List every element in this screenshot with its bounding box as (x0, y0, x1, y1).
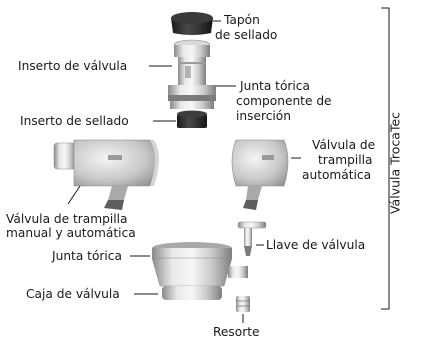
label-junta-componente-3: inserción (236, 109, 291, 123)
label-llave: Llave de válvula (266, 238, 366, 252)
sealing-insert (177, 110, 207, 128)
label-tapon-2: de sellado (215, 28, 278, 42)
label-caja: Caja de válvula (26, 287, 120, 301)
automatic-flap-valve (231, 139, 289, 210)
manual-auto-flap-valve (53, 139, 159, 210)
label-junta-componente-2: componente de (236, 94, 332, 108)
label-valvula-manual-1: Válvula de trampilla (6, 212, 128, 226)
label-valvula-auto-1: Válvula de (312, 138, 376, 152)
label-tapon: Tapón (224, 13, 260, 27)
label-valvula-manual-2: manual y automática (6, 226, 136, 240)
spring (236, 296, 250, 312)
valve-housing (151, 242, 248, 300)
label-junta-componente-1: Junta tórica (240, 79, 310, 93)
label-valvula-auto-3: automática (302, 168, 372, 182)
label-valvula-auto-2: trampilla (318, 153, 373, 167)
leader-lines (67, 7, 390, 323)
valve-key (237, 221, 267, 256)
label-trocatec: Válvula TrocaTec (387, 111, 403, 215)
label-inserto-valvula: Inserto de válvula (18, 59, 128, 73)
label-inserto-sellado: Inserto de sellado (20, 114, 129, 128)
label-resorte: Resorte (213, 325, 260, 339)
valve-insert (168, 39, 216, 109)
label-junta-torica: Junta tórica (52, 249, 122, 263)
sealing-cap (171, 12, 213, 35)
